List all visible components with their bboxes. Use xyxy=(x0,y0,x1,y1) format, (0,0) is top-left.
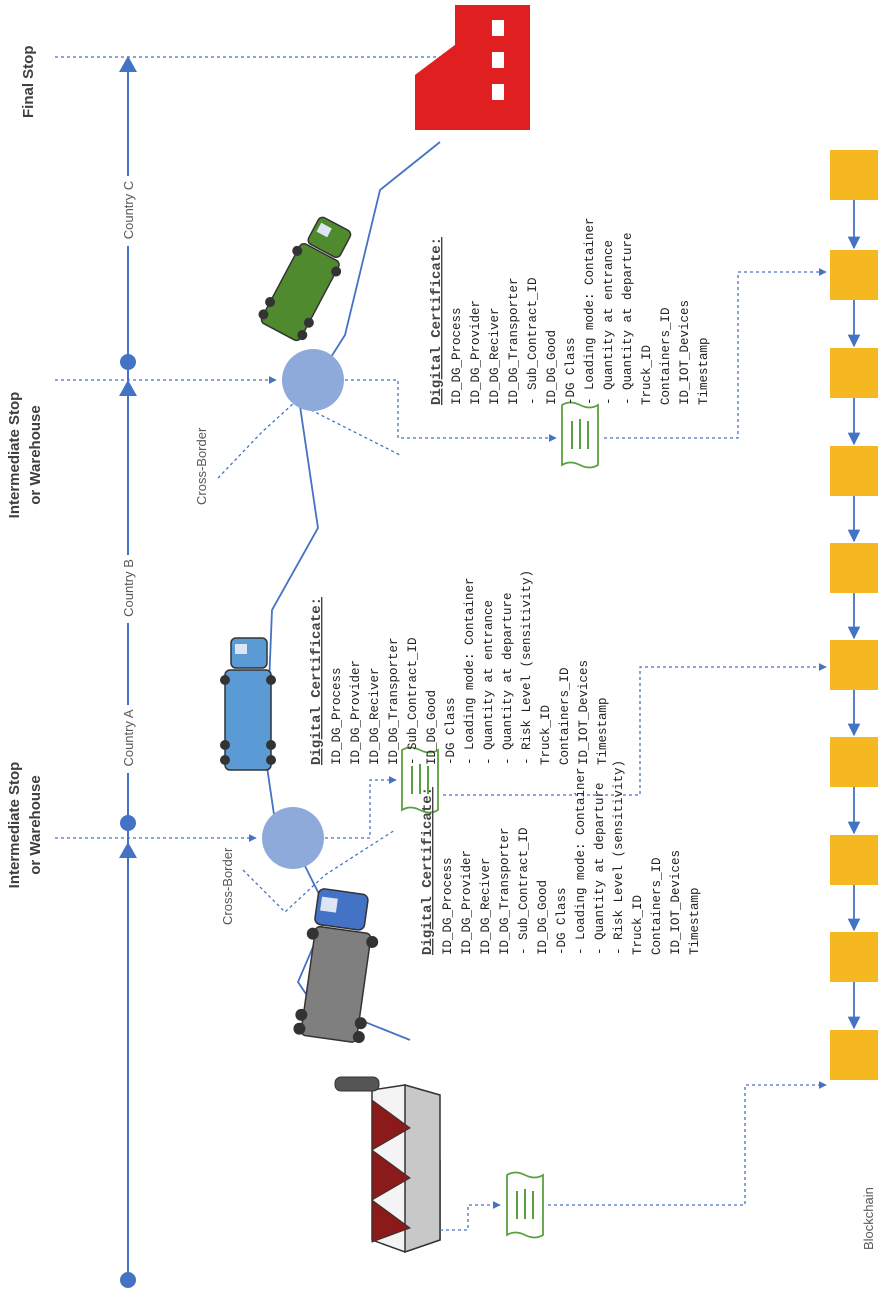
certificate-line: ID_DG_Provider xyxy=(460,850,474,955)
factory-end-icon xyxy=(415,5,530,130)
blockchain-block xyxy=(830,250,878,300)
blockchain-block xyxy=(830,835,878,885)
timeline-arrow-3 xyxy=(119,56,137,72)
blockchain-label: Blockchain xyxy=(861,1187,876,1250)
certificate-line: - Sub_Contract_ID xyxy=(517,827,531,955)
certificate-line: - Loading mode: Container xyxy=(463,577,477,765)
document-icon xyxy=(561,401,599,469)
svg-text:Country A: Country A xyxy=(121,709,136,766)
timeline-node-1 xyxy=(120,815,136,831)
truck-blue-icon xyxy=(220,637,276,771)
certificate-line: ID_DG_Reciver xyxy=(488,307,502,405)
certificate-line: - Risk Level (sensitivity) xyxy=(612,760,626,955)
certificate-line: - Loading mode: Container xyxy=(583,217,597,405)
cross-border-lines xyxy=(217,401,401,913)
certificate-line: - Quantity at entrance xyxy=(482,600,496,765)
blockchain-block xyxy=(830,1030,878,1080)
cross-border-label-2: Cross-Border xyxy=(194,427,209,505)
blockchain-block xyxy=(830,640,878,690)
blockchain-block xyxy=(830,150,878,200)
timeline-start-node xyxy=(120,1272,136,1288)
timeline-arrow-2 xyxy=(119,380,137,396)
document-icon xyxy=(401,746,439,814)
stop-guides xyxy=(55,53,451,842)
certificate-line: - Quantity at departure xyxy=(593,782,607,955)
svg-text:Final Stop: Final Stop xyxy=(20,46,37,119)
certificate-line: ID_DG_Good xyxy=(536,880,550,955)
stop-label-intermediate-1: Intermediate Stop or Warehouse xyxy=(6,762,44,889)
certificate-line: Truck_ID xyxy=(640,345,654,405)
svg-text:Country C: Country C xyxy=(121,181,136,240)
certificate-line: ID_DG_Provider xyxy=(349,660,363,765)
svg-text:Intermediate Stop: Intermediate Stop xyxy=(6,392,23,519)
certificate-connectors xyxy=(325,268,827,1231)
blockchain-block xyxy=(830,737,878,787)
certificate-line: ID_DG_Process xyxy=(441,857,455,955)
country-label-a: Country A xyxy=(120,705,136,773)
certificate-line: ID_DG_Process xyxy=(330,667,344,765)
certificate-title: Digital Certificate: xyxy=(429,237,445,405)
certificate-title: Digital Certificate: xyxy=(309,597,325,765)
certificate-line: - Quantity at entrance xyxy=(602,240,616,405)
certificate-line: - Sub_Contract_ID xyxy=(406,637,420,765)
certificate-line: - Risk Level (sensitivity) xyxy=(520,570,534,765)
certificate-title: Digital Certificate: xyxy=(420,787,436,955)
stop-label-final: Final Stop xyxy=(20,46,37,119)
certificate-line: -DG Class xyxy=(444,697,458,765)
country-label-b: Country B xyxy=(120,555,136,623)
certificate-line: ID_DG_Reciver xyxy=(368,667,382,765)
timeline-node-2 xyxy=(120,354,136,370)
certificate-line: - Sub_Contract_ID xyxy=(526,277,540,405)
blockchain-chain xyxy=(830,150,878,1080)
certificate-line: ID_DG_Transporter xyxy=(387,637,401,765)
country-label-c: Country C xyxy=(120,176,136,246)
document-icon xyxy=(506,1171,544,1239)
warehouse-node-1 xyxy=(262,807,324,869)
svg-text:or Warehouse: or Warehouse xyxy=(27,775,44,874)
certificate-text-1: Digital Certificate: ID_DG_Process ID_DG_… xyxy=(420,760,702,955)
certificate-line: Timestamp xyxy=(596,697,610,765)
certificate-line: Containers_ID xyxy=(558,667,572,765)
certificate-line: Containers_ID xyxy=(659,307,673,405)
svg-text:Intermediate Stop: Intermediate Stop xyxy=(6,762,23,889)
stop-label-intermediate-2: Intermediate Stop or Warehouse xyxy=(6,392,44,519)
svg-text:Country B: Country B xyxy=(121,559,136,617)
certificate-line: ID_IOT_Devices xyxy=(678,300,692,405)
certificate-line: ID_DG_Transporter xyxy=(507,277,521,405)
certificate-line: - Quantity at departure xyxy=(621,232,635,405)
certificate-line: Truck_ID xyxy=(539,705,553,765)
warehouse-node-2 xyxy=(282,349,344,411)
certificate-line: Timestamp xyxy=(688,887,702,955)
blockchain-block xyxy=(830,932,878,982)
blockchain-block xyxy=(830,543,878,593)
certificate-line: Containers_ID xyxy=(650,857,664,955)
factory-start-icon xyxy=(334,1076,441,1254)
certificate-line: ID_DG_Good xyxy=(425,690,439,765)
certificate-text-3: Digital Certificate: ID_DG_Process ID_DG_… xyxy=(429,217,711,405)
timeline-arrow-1 xyxy=(119,842,137,858)
certificate-line: - Quantity at departure xyxy=(501,592,515,765)
certificate-line: Truck_ID xyxy=(631,895,645,955)
certificate-text-2: Digital Certificate: ID_DG_Process ID_DG_… xyxy=(309,570,610,765)
certificate-line: ID_IOT_Devices xyxy=(669,850,683,955)
cross-border-label-1: Cross-Border xyxy=(220,847,235,925)
svg-text:or Warehouse: or Warehouse xyxy=(27,405,44,504)
certificate-line: ID_DG_Provider xyxy=(469,300,483,405)
certificate-line: ID_DG_Reciver xyxy=(479,857,493,955)
certificate-line: - Loading mode: Container xyxy=(574,767,588,955)
certificate-line: ID_DG_Good xyxy=(545,330,559,405)
certificate-line: ID_DG_Transporter xyxy=(498,827,512,955)
certificate-line: -DG Class xyxy=(555,887,569,955)
certificate-line: Timestamp xyxy=(697,337,711,405)
certificate-line: -DG Class xyxy=(564,337,578,405)
blockchain-block xyxy=(830,348,878,398)
blockchain-block xyxy=(830,446,878,496)
timeline xyxy=(119,56,137,1288)
truck-green-icon xyxy=(258,216,352,342)
certificate-line: ID_IOT_Devices xyxy=(577,660,591,765)
certificate-line: ID_DG_Process xyxy=(450,307,464,405)
truck-gray-icon xyxy=(293,888,379,1044)
